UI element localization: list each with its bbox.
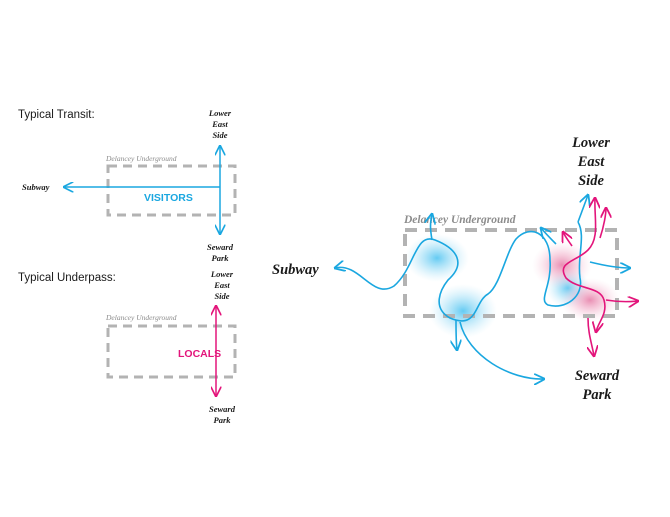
visitor-branch-southeast — [459, 321, 544, 379]
transit-box-label: Delancey Underground — [105, 154, 177, 163]
svg-text:Seward: Seward — [209, 404, 236, 414]
underpass-box-label: Delancey Underground — [105, 313, 177, 322]
underpass-underground-box — [106, 324, 237, 379]
visitor-branch-left-top — [431, 214, 433, 241]
underpass-top-place-label: Lower East Side — [210, 269, 234, 301]
local-branch-northwest — [563, 232, 573, 247]
transit-top-place-label: Lower East Side — [208, 108, 232, 140]
seward-park-label: Seward Park — [575, 368, 620, 403]
visitor-glow-1 — [405, 234, 469, 282]
visitor-branch-east — [589, 261, 630, 268]
transit-bottom-place-label: Seward Park — [207, 242, 234, 263]
visitor-branch-top — [577, 195, 588, 223]
transit-west-place-label: Subway — [22, 182, 50, 192]
visitor-branch-northwest — [541, 228, 557, 245]
svg-text:Lower: Lower — [208, 108, 232, 118]
typical-transit-diagram: Typical Transit: Lower East Side Delance… — [18, 108, 237, 263]
svg-text:Park: Park — [212, 253, 230, 263]
locals-label: LOCALS — [178, 348, 221, 360]
transit-heading: Typical Transit: — [18, 109, 95, 121]
underpass-heading: Typical Underpass: — [18, 272, 116, 284]
underground-box — [403, 228, 619, 318]
subway-label: Subway — [272, 262, 319, 278]
local-branch-east — [605, 300, 638, 302]
svg-text:Side: Side — [212, 130, 227, 140]
visitors-label: VISITORS — [144, 192, 193, 204]
visitor-glow-2 — [429, 284, 497, 338]
underpass-bottom-place-label: Seward Park — [209, 404, 236, 425]
svg-text:East: East — [577, 154, 606, 170]
visitor-branch-down — [456, 319, 457, 350]
transit-underground-box — [106, 164, 237, 217]
local-branch-down — [588, 317, 594, 356]
local-flow-path — [562, 198, 606, 332]
typical-underpass-diagram: Typical Underpass: Lower East Side Delan… — [18, 269, 237, 425]
svg-text:Seward: Seward — [575, 368, 620, 384]
svg-text:Park: Park — [214, 415, 232, 425]
svg-text:East: East — [211, 119, 228, 129]
underground-box-label: Delancey Underground — [403, 214, 516, 226]
svg-text:East: East — [213, 280, 230, 290]
local-glow-1 — [532, 241, 592, 289]
proposed-flow-diagram: Delancey Underground Subway Lower East S… — [272, 135, 638, 403]
svg-text:Side: Side — [214, 291, 229, 301]
svg-text:Seward: Seward — [207, 242, 234, 252]
lower-east-side-label: Lower East Side — [571, 135, 610, 189]
local-branch-top-right — [599, 208, 606, 239]
svg-text:Park: Park — [583, 387, 613, 403]
svg-text:Lower: Lower — [210, 269, 234, 279]
svg-text:Lower: Lower — [571, 135, 610, 151]
svg-text:Side: Side — [578, 173, 604, 189]
visitor-flow-path — [335, 221, 583, 322]
